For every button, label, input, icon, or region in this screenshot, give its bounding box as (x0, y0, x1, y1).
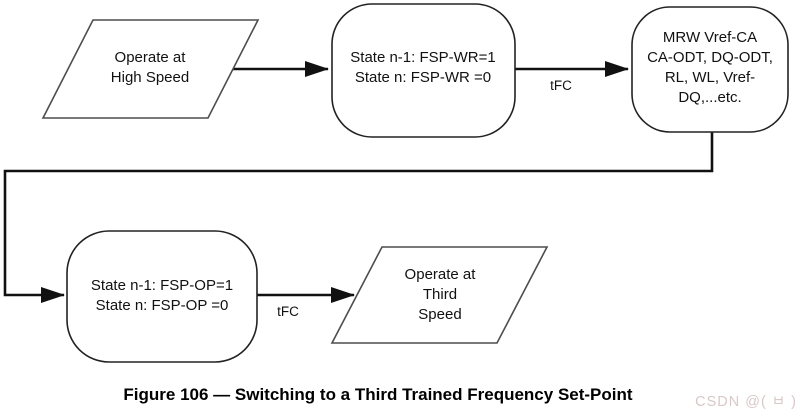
mrw-settings-line: DQ,...etc. (678, 89, 742, 106)
tfc-label-2: tFC (277, 304, 299, 319)
mrw-settings-label: MRW Vref-CA CA-ODT, DQ-ODT, RL, WL, Vref… (647, 28, 773, 108)
figure-caption: Figure 106 — Switching to a Third Traine… (123, 385, 633, 404)
fsp-wr-state-box (331, 3, 516, 138)
operate-high-speed-label: Operate at High Speed (111, 48, 189, 88)
fsp-op-state-box (66, 230, 258, 363)
operate-high-speed-line: High Speed (110, 69, 190, 86)
fsp-wr-state-label: State n-1: FSP-WR=1 State n: FSP-WR =0 (350, 48, 495, 88)
fsp-wr-state-line: State n: FSP-WR =0 (354, 69, 492, 86)
operate-third-speed-line: Speed (418, 306, 462, 323)
mrw-settings-box (631, 6, 789, 133)
operate-high-speed-line: Operate at (114, 49, 186, 66)
operate-third-speed-line: Operate at (404, 266, 476, 283)
operate-high-speed-parallelogram (41, 19, 260, 119)
fsp-wr-state-line: State n-1: FSP-WR=1 (350, 49, 496, 66)
operate-third-speed-parallelogram (330, 246, 549, 344)
fsp-op-state-line: State n: FSP-OP =0 (95, 297, 229, 314)
operate-third-speed-label: Operate at Third Speed (405, 265, 476, 325)
tfc-label-1: tFC (550, 78, 572, 93)
mrw-settings-line: CA-ODT, DQ-ODT, (647, 49, 773, 66)
fsp-op-state-line: State n-1: FSP-OP=1 (90, 277, 234, 294)
fsp-op-state-label: State n-1: FSP-OP=1 State n: FSP-OP =0 (91, 276, 233, 316)
csdn-watermark: CSDN @( ㅂ ) (695, 394, 797, 410)
mrw-settings-line: MRW Vref-CA (662, 29, 758, 46)
operate-third-speed-line: Third (422, 286, 458, 303)
connector-mrw-to-fsp-op (3, 132, 714, 303)
mrw-settings-line: RL, WL, Vref- (664, 69, 756, 86)
